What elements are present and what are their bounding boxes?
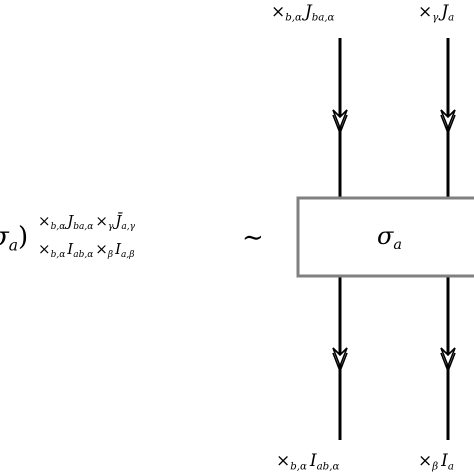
similarity-symbol: ∼ (242, 223, 264, 253)
top-label-left-symbol-sub: ba,α (311, 12, 335, 24)
lhs-sigma-sub: a (8, 236, 19, 255)
sigma-box (296, 196, 474, 278)
lhs-upper-J-sub: ba,α (73, 222, 94, 233)
lhs-lower-I2-sub: a,β (121, 250, 135, 261)
arrow-left-top (332, 109, 348, 136)
lhs-upper-Jbar-sub: a,γ (121, 222, 135, 233)
bottom-label-right-times: × (418, 451, 433, 471)
lhs-lower-times-2-sub: β (107, 250, 114, 261)
top-label-right-symbol: J (441, 2, 449, 22)
top-label-right-times: × (418, 2, 433, 22)
box-label-main: σ (377, 222, 394, 250)
bottom-label-right-symbol-sub: a (447, 461, 454, 473)
lhs-upper-times-2-sub: γ (107, 222, 114, 233)
lhs-upper-Jbar: J̄ (115, 212, 122, 230)
top-label-left-times: × (271, 2, 286, 22)
arrow-right-top (440, 109, 456, 136)
lhs-upper-times-2: × (95, 212, 108, 230)
bottom-label-left-symbol-sub: ab,α (316, 461, 340, 473)
bottom-label-left-symbol: I (309, 451, 317, 471)
arrow-left-bottom (332, 347, 348, 374)
top-label-right-times-sub: γ (432, 12, 439, 24)
lhs-upper-J: J (67, 212, 74, 230)
bottom-label-left-times: × (276, 451, 291, 471)
box-label-sub: a (393, 237, 402, 254)
lhs-close-paren: ) (18, 222, 29, 252)
arrow-right-bottom (440, 347, 456, 374)
lhs-sigma: σ (0, 222, 9, 252)
lhs-lower-I2: I (115, 240, 122, 258)
lhs-lower-times-1-sub: b,α (50, 250, 66, 261)
top-label-right-symbol-sub: a (448, 12, 455, 24)
lhs-lower-times-1: × (38, 240, 51, 258)
lhs-upper-times-1: × (38, 212, 51, 230)
lhs-upper-times-1-sub: b,α (50, 222, 66, 233)
lhs-lower-I-sub: ab,α (73, 250, 94, 261)
box-label: σa (377, 222, 402, 253)
bottom-label-right-times-sub: β (432, 461, 439, 473)
bottom-label-left-times-sub: b,α (290, 461, 307, 473)
lhs-expression: σa) (0, 222, 28, 254)
top-label-left-symbol: J (304, 2, 312, 22)
top-label-left-times-sub: b,α (285, 12, 302, 24)
lhs-lower-I: I (67, 240, 74, 258)
similarity-glyph: ∼ (242, 223, 264, 253)
bottom-label-right-symbol: I (441, 451, 448, 471)
lhs-lower-times-2: × (95, 240, 108, 258)
